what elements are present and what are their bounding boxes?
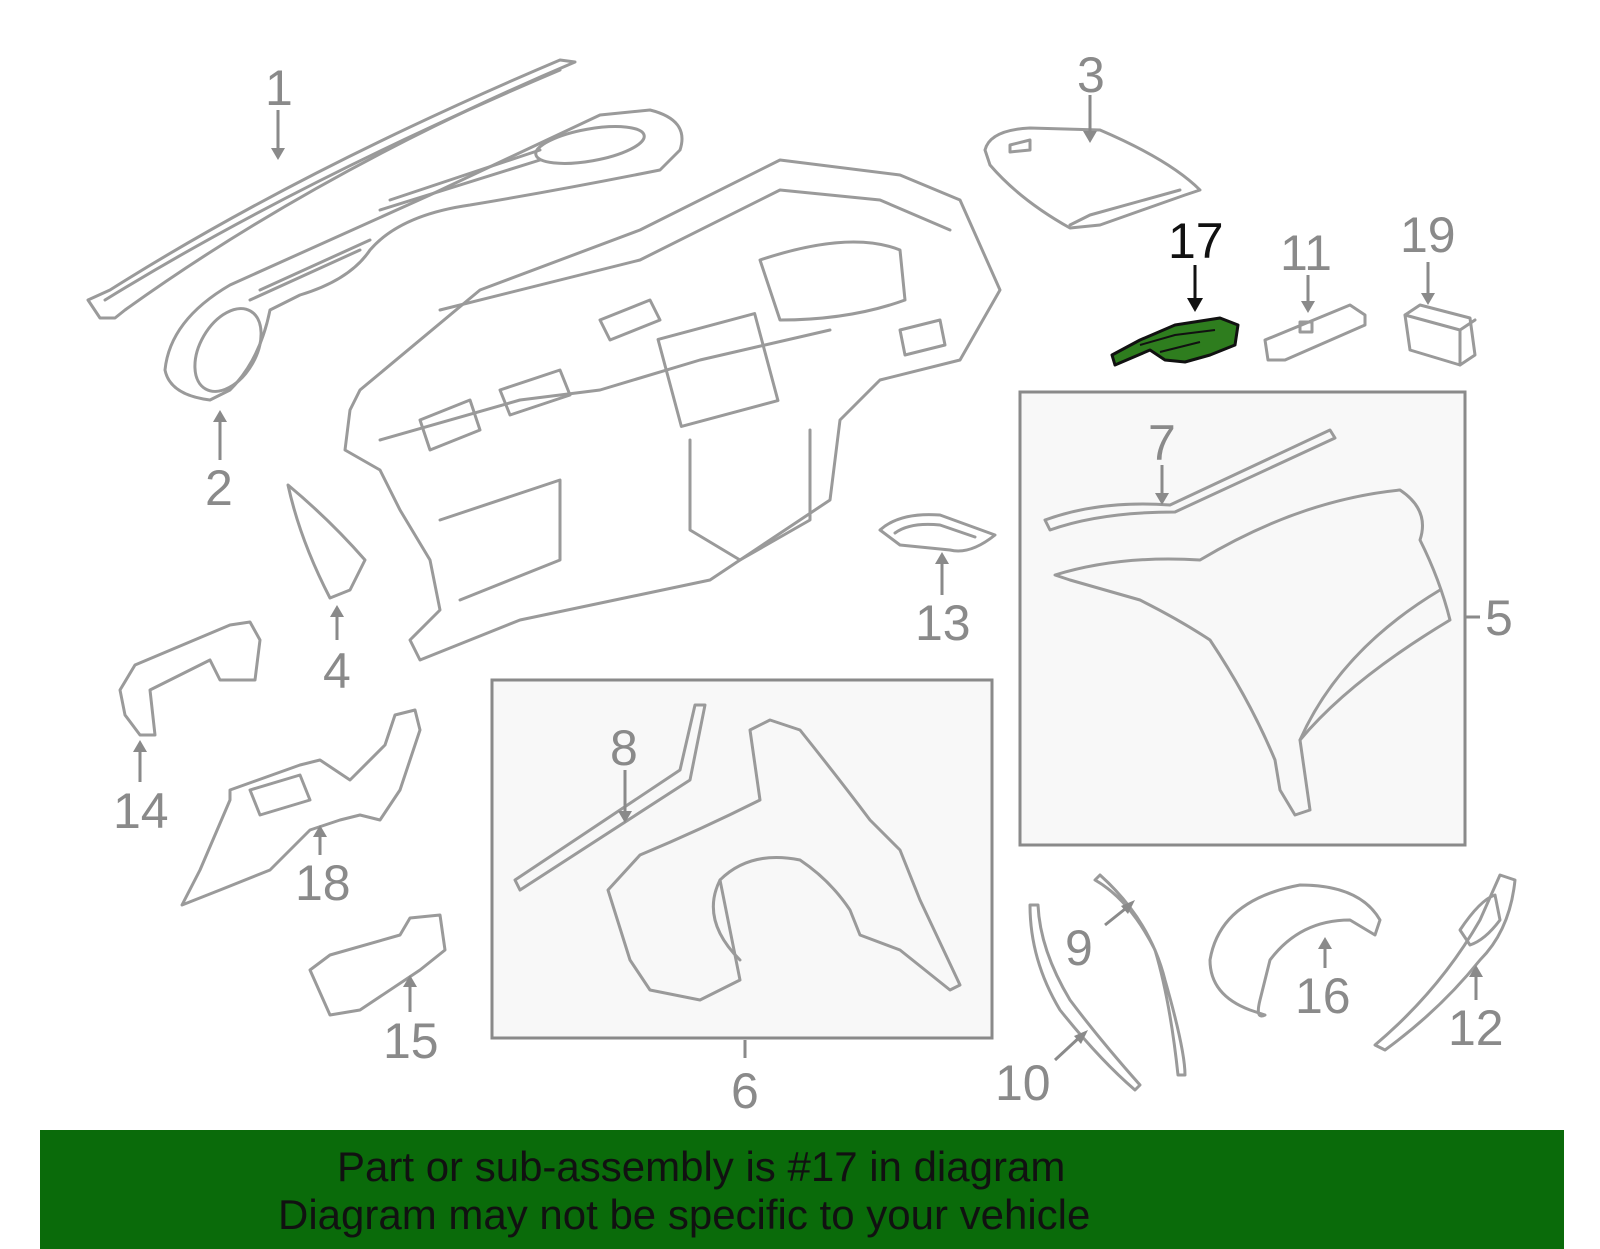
- part-3-airbag-cover[interactable]: [983, 126, 1202, 230]
- callout-18[interactable]: 18: [295, 855, 351, 911]
- dashboard-frame[interactable]: [343, 158, 1002, 662]
- callout-15[interactable]: 15: [383, 1013, 439, 1069]
- callout-8[interactable]: 8: [610, 720, 638, 776]
- part-12-trim-panel[interactable]: [1373, 873, 1517, 1052]
- group-box-6: [490, 678, 994, 1040]
- callout-2[interactable]: 2: [205, 460, 233, 516]
- callout-16[interactable]: 16: [1295, 968, 1351, 1024]
- callout-6[interactable]: 6: [731, 1063, 759, 1119]
- part-16-hood[interactable]: [1208, 883, 1382, 1018]
- part-19-module[interactable]: [1403, 303, 1477, 367]
- callout-7[interactable]: 7: [1148, 415, 1176, 471]
- part-2-upper-panel[interactable]: [163, 108, 684, 403]
- part-10-trim-strip[interactable]: [1028, 903, 1142, 1092]
- part-14-bracket[interactable]: [118, 620, 262, 737]
- callout-19[interactable]: 19: [1400, 207, 1456, 263]
- callout-3[interactable]: 3: [1077, 47, 1105, 103]
- callout-5[interactable]: 5: [1485, 590, 1513, 646]
- part-13-vent[interactable]: [878, 513, 997, 553]
- callout-9[interactable]: 9: [1065, 920, 1093, 976]
- part-4-side-trim[interactable]: [286, 483, 367, 600]
- leader-lines: [133, 95, 1483, 1062]
- callout-labels: 1 2 3 4 5 6 7 8 9 10 11 12 13 14 15 16 1…: [113, 47, 1513, 1119]
- part-9-trim-strip[interactable]: [1093, 873, 1187, 1077]
- callout-17[interactable]: 17: [1168, 213, 1224, 269]
- part-17-highlighted[interactable]: [1110, 316, 1240, 367]
- callout-13[interactable]: 13: [915, 595, 971, 651]
- part-1-defroster-strip[interactable]: [86, 58, 577, 320]
- part-18-lower-panel[interactable]: [180, 708, 422, 907]
- part-11-bracket[interactable]: [1263, 303, 1367, 362]
- info-banner: Part or sub-assembly is #17 in diagram D…: [40, 1130, 1564, 1249]
- callout-14[interactable]: 14: [113, 783, 169, 839]
- callout-1[interactable]: 1: [265, 60, 293, 116]
- part-15-bracket[interactable]: [308, 913, 447, 1017]
- group-box-5: [1018, 390, 1467, 847]
- callout-10[interactable]: 10: [995, 1055, 1051, 1111]
- callout-11[interactable]: 11: [1280, 225, 1332, 281]
- callout-4[interactable]: 4: [323, 643, 351, 699]
- callout-12[interactable]: 12: [1448, 1000, 1504, 1056]
